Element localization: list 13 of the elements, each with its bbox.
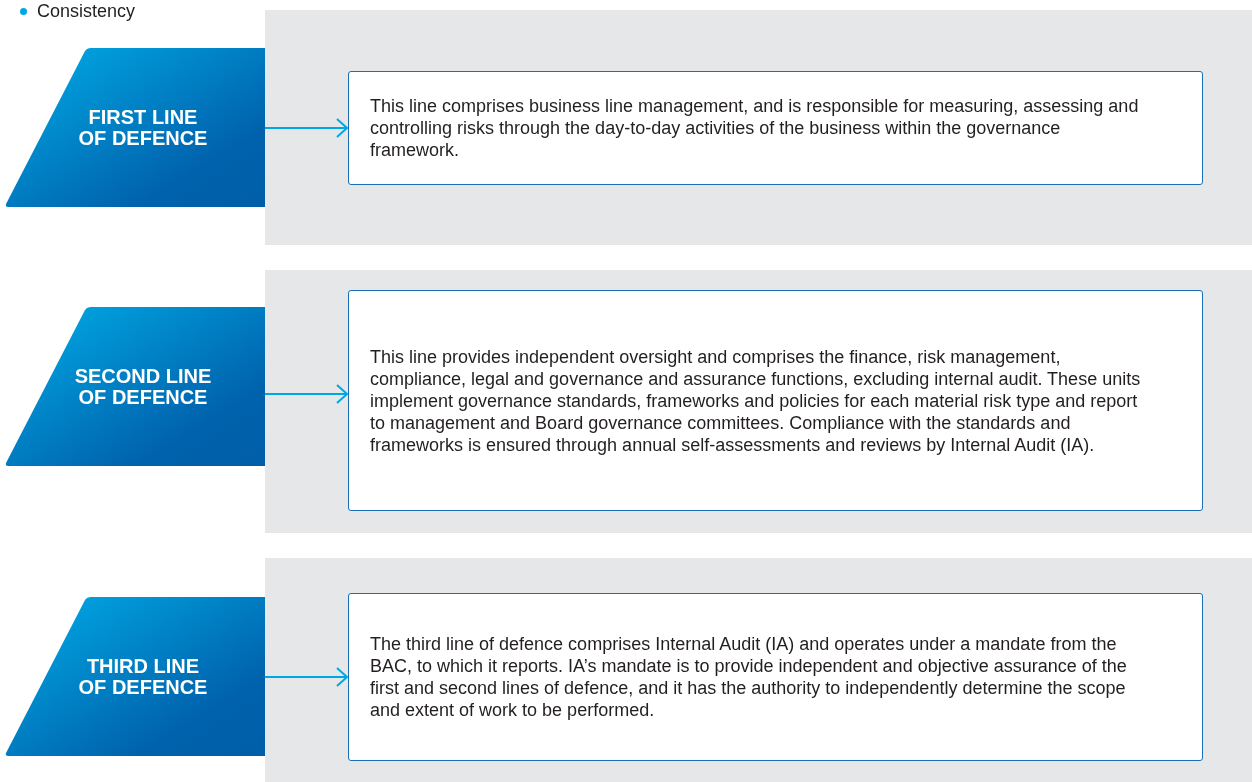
trapezoid-heading: SECOND LINE OF DEFENCE (5, 307, 265, 466)
arrow (264, 118, 348, 138)
text-box: The third line of defence comprises Internal Audit (IA) and operates under a mandate from the BAC, to which it reports. IA’s mandate is to provide independent and objective assurance of the first and second lines of defence, and it has the authority to independently determine the scope and extent of work to be performed. (348, 593, 1203, 761)
panel-background (265, 558, 1252, 782)
panel-background (265, 10, 1252, 245)
arrow (264, 384, 348, 404)
arrow (264, 667, 348, 687)
panel-background (265, 270, 1252, 533)
list-item: Consistency (37, 0, 136, 22)
trapezoid-heading: THIRD LINE OF DEFENCE (5, 597, 265, 756)
text-box: This line comprises business line management, and is responsible for measuring, assessing and controlling risks through the day-to-day activities of the business within the governance framework. (348, 71, 1203, 185)
text-box: This line provides independent oversight and comprises the finance, risk management, compliance, legal and governance and assurance functions, excluding internal audit. These units implement governance standards, frameworks and policies for each material risk type and report to management and Board governance committees. Compliance with the standards and frameworks is ensured through annual self-assessments and reviews by Internal Audit (IA). (348, 290, 1203, 511)
trapezoid-heading: FIRST LINE OF DEFENCE (5, 48, 265, 207)
